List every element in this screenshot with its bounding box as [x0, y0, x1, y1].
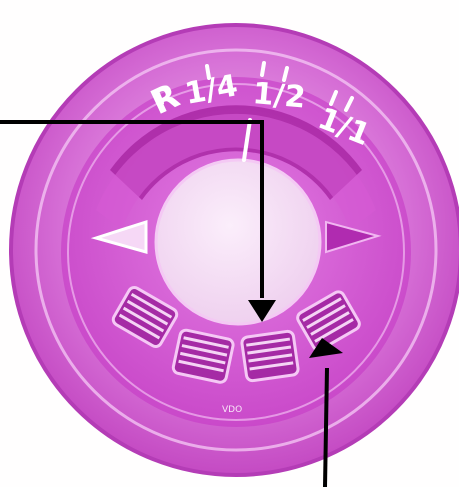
warning-window-3 — [241, 331, 299, 382]
gauge-center-hub — [156, 160, 320, 324]
warning-window-2 — [172, 329, 234, 383]
maker-mark: VDO — [222, 405, 242, 415]
scale-label-half: 1/2 — [251, 76, 307, 115]
